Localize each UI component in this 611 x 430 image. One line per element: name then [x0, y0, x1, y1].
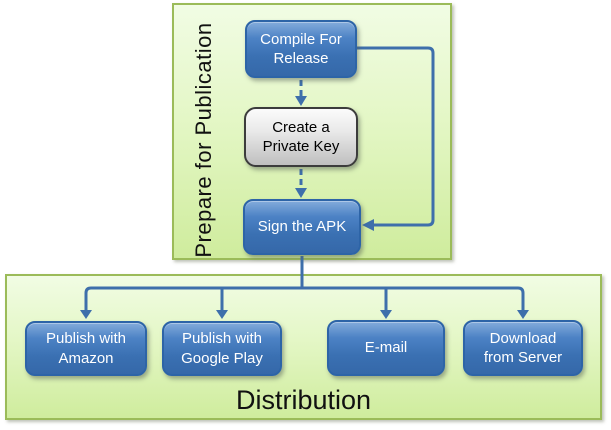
node-label: Compile For Release: [260, 30, 342, 67]
node-compile-for-release: Compile For Release: [245, 20, 357, 78]
node-label: Publish with Amazon: [45, 330, 127, 367]
node-sign-the-apk: Sign the APK: [243, 199, 361, 255]
node-label: Create a Private Key: [262, 118, 340, 155]
node-label: Download from Server: [483, 329, 563, 366]
node-download-from-server: Download from Server: [463, 320, 583, 376]
node-create-a-private-key: Create a Private Key: [244, 107, 358, 167]
node-label: Publish with Google Play: [181, 330, 263, 367]
node-label: E-mail: [364, 339, 408, 357]
node-label: Sign the APK: [257, 218, 347, 236]
node-email: E-mail: [327, 320, 445, 376]
node-publish-with-google-play: Publish with Google Play: [162, 321, 282, 376]
node-publish-with-amazon: Publish with Amazon: [25, 321, 147, 376]
distribution-section-label: Distribution: [235, 385, 372, 415]
prepare-section-label: Prepare for Publication: [191, 22, 216, 258]
